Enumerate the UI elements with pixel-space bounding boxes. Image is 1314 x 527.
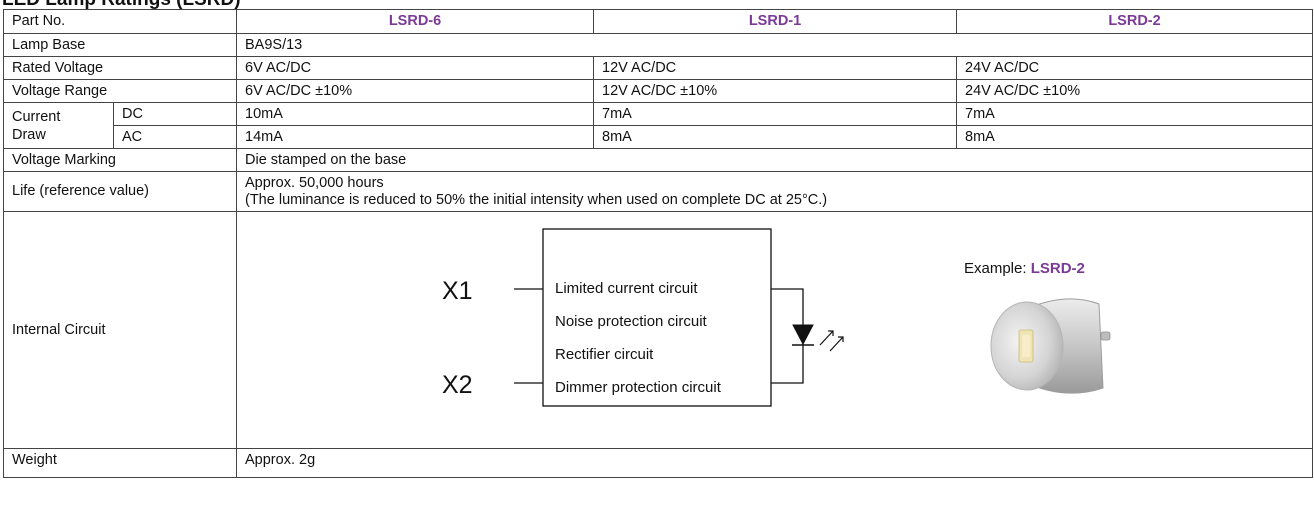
table-row-current-ac: AC 14mA 8mA 8mA bbox=[4, 125, 1313, 149]
table-row-life: Life (reference value) Approx. 50,000 ho… bbox=[3, 171, 1313, 212]
sub-label-dc: DC bbox=[113, 102, 237, 126]
circuit-diagram: X1 X2 Limited current circuit Noise prot… bbox=[442, 228, 1111, 407]
model-header-lsrd-2: LSRD-2 bbox=[956, 9, 1313, 34]
table-title: LED Lamp Ratings (LSRD) bbox=[2, 0, 241, 9]
table-row-voltage-range: Voltage Range 6V AC/DC ±10% 12V AC/DC ±1… bbox=[3, 79, 1313, 103]
table-row-weight: Weight Approx. 2g bbox=[3, 448, 1313, 478]
current-dc-lsrd-6: 10mA bbox=[236, 102, 594, 126]
row-label-lamp-base: Lamp Base bbox=[3, 33, 237, 57]
block-dimmer-protection: Dimmer protection circuit bbox=[555, 379, 722, 396]
block-limited-current: Limited current circuit bbox=[555, 280, 698, 297]
life-value: Approx. 50,000 hours (The luminance is r… bbox=[236, 171, 1313, 212]
weight-value: Approx. 2g bbox=[236, 448, 1313, 478]
row-label-internal-circuit: Internal Circuit bbox=[3, 211, 237, 449]
row-label-part-no: Part No. bbox=[3, 9, 237, 34]
example-prefix: Example: bbox=[964, 260, 1031, 277]
table-row-rated-voltage: Rated Voltage 6V AC/DC 12V AC/DC 24V AC/… bbox=[3, 56, 1313, 80]
rated-voltage-lsrd-2: 24V AC/DC bbox=[956, 56, 1313, 80]
table-row-lamp-base: Lamp Base BA9S/13 bbox=[3, 33, 1313, 57]
life-line1: Approx. 50,000 hours bbox=[245, 174, 384, 191]
voltage-range-lsrd-2: 24V AC/DC ±10% bbox=[956, 79, 1313, 103]
current-label-line1: Current bbox=[12, 108, 61, 125]
table-row-current-dc: Current Draw DC 10mA 7mA 7mA bbox=[3, 102, 1313, 149]
sub-label-ac: AC bbox=[113, 125, 237, 149]
current-dc-lsrd-2: 7mA bbox=[956, 102, 1313, 126]
model-header-lsrd-6: LSRD-6 bbox=[236, 9, 594, 34]
table-row-part-no: Part No. LSRD-6 LSRD-1 LSRD-2 bbox=[3, 9, 1313, 34]
current-dc-lsrd-1: 7mA bbox=[593, 102, 957, 126]
terminal-x2-label: X2 bbox=[442, 371, 473, 399]
row-label-current-draw: Current Draw bbox=[3, 102, 114, 149]
example-caption: Example: LSRD-2 bbox=[964, 260, 1085, 277]
terminal-x1-label: X1 bbox=[442, 277, 473, 305]
row-label-weight: Weight bbox=[3, 448, 237, 478]
voltage-range-lsrd-1: 12V AC/DC ±10% bbox=[593, 79, 957, 103]
row-label-life: Life (reference value) bbox=[3, 171, 237, 212]
life-line2: (The luminance is reduced to 50% the ini… bbox=[245, 191, 828, 208]
row-label-rated-voltage: Rated Voltage bbox=[3, 56, 237, 80]
current-ac-lsrd-2: 8mA bbox=[956, 125, 1313, 149]
voltage-range-lsrd-6: 6V AC/DC ±10% bbox=[236, 79, 594, 103]
led-diode-icon bbox=[792, 324, 814, 346]
example-model: LSRD-2 bbox=[1030, 260, 1085, 277]
row-label-voltage-marking: Voltage Marking bbox=[3, 148, 237, 172]
table-row-internal-circuit: Internal Circuit X1 X2 Limited current c… bbox=[3, 211, 1313, 449]
lamp-photo bbox=[990, 298, 1111, 394]
internal-circuit-cell: X1 X2 Limited current circuit Noise prot… bbox=[236, 211, 1313, 449]
rated-voltage-lsrd-6: 6V AC/DC bbox=[236, 56, 594, 80]
model-header-lsrd-1: LSRD-1 bbox=[593, 9, 957, 34]
light-emission-arrows-icon bbox=[819, 330, 844, 352]
rated-voltage-lsrd-1: 12V AC/DC bbox=[593, 56, 957, 80]
current-ac-lsrd-1: 8mA bbox=[593, 125, 957, 149]
lamp-base-value: BA9S/13 bbox=[236, 33, 1313, 57]
current-ac-lsrd-6: 14mA bbox=[236, 125, 594, 149]
table-row-voltage-marking: Voltage Marking Die stamped on the base bbox=[3, 148, 1313, 172]
lamp-ratings-table: Part No. LSRD-6 LSRD-1 LSRD-2 Lamp Base … bbox=[3, 9, 1313, 478]
row-label-voltage-range: Voltage Range bbox=[3, 79, 237, 103]
block-noise-protection: Noise protection circuit bbox=[555, 313, 708, 330]
circuit-block-box bbox=[542, 228, 772, 407]
led-wiring bbox=[771, 288, 804, 384]
voltage-marking-value: Die stamped on the base bbox=[236, 148, 1313, 172]
current-label-line2: Draw bbox=[12, 126, 46, 143]
block-rectifier: Rectifier circuit bbox=[555, 346, 654, 363]
